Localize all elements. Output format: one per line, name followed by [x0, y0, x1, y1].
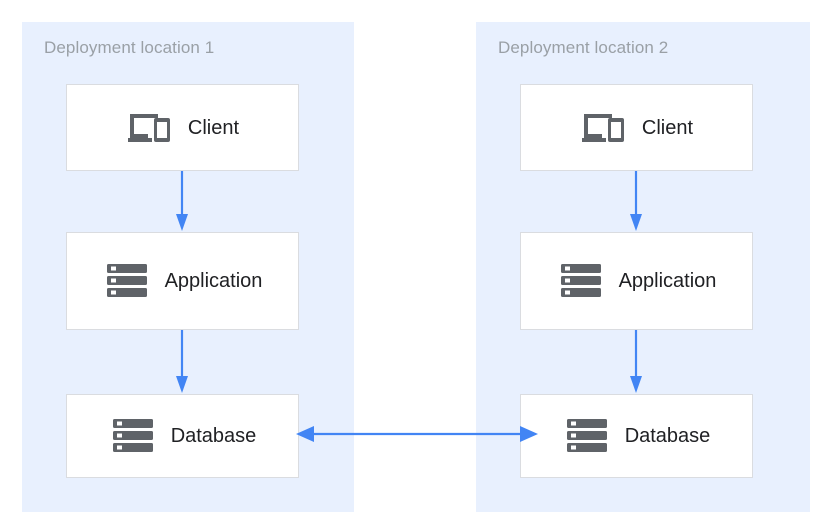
devices-icon	[126, 104, 174, 152]
node-database-location-2[interactable]: Database	[520, 394, 753, 478]
server-icon	[557, 257, 605, 305]
arrow-client-to-application-location-1	[176, 171, 188, 232]
arrow-application-to-database-location-1	[176, 330, 188, 394]
deployment-location-1-panel: Deployment location 1 Client	[22, 22, 354, 512]
node-label-application-location-1: Application	[164, 270, 263, 292]
node-client-location-1[interactable]: Client	[66, 84, 299, 171]
node-client-location-2[interactable]: Client	[520, 84, 753, 171]
devices-icon	[580, 104, 628, 152]
server-icon	[103, 257, 151, 305]
database-server-icon	[109, 412, 157, 460]
deployment-location-2-panel: Deployment location 2 Client	[476, 22, 810, 512]
arrow-database-to-database-bidirectional	[296, 424, 538, 444]
node-label-database-location-2: Database	[624, 425, 711, 447]
node-application-location-1[interactable]: Application	[66, 232, 299, 330]
arrow-application-to-database-location-2	[630, 330, 642, 394]
node-database-location-1[interactable]: Database	[66, 394, 299, 478]
database-server-icon	[563, 412, 611, 460]
node-label-database-location-1: Database	[170, 425, 257, 447]
node-application-location-2[interactable]: Application	[520, 232, 753, 330]
node-label-client-location-1: Client	[187, 116, 240, 139]
node-label-client-location-2: Client	[641, 116, 694, 139]
deployment-location-2-title: Deployment location 2	[498, 38, 669, 57]
deployment-location-1-title: Deployment location 1	[44, 38, 215, 57]
arrow-client-to-application-location-2	[630, 171, 642, 232]
node-label-application-location-2: Application	[618, 270, 717, 292]
